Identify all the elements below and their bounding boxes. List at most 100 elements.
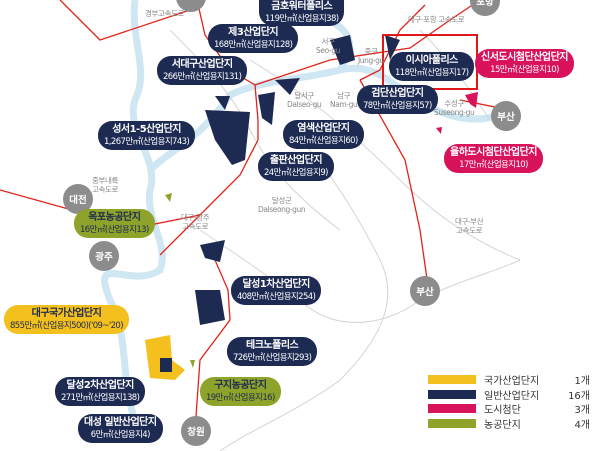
okpo-shape: [165, 193, 172, 202]
label-ko: 달성군: [271, 196, 292, 205]
complex-area: 19만㎡(산업용지16): [206, 392, 275, 403]
complex-area: 855만㎡(산업용지500)('09~'20): [10, 320, 124, 331]
complex-name: 율하도시첨단산업단지: [450, 147, 538, 158]
complex-area: 271만㎡(산업용지138): [61, 392, 140, 403]
complex-area: 84만㎡(산업용지60): [289, 135, 358, 146]
yulha-shape: [436, 127, 442, 134]
city-pohang: 포항: [470, 0, 500, 16]
complex-name: 서대구산업단지: [171, 59, 233, 70]
complex-area: 17만㎡(산업용지10): [459, 159, 528, 170]
legend-label: 일반산업단지: [484, 390, 540, 402]
label-ko: 중부내륙: [92, 176, 118, 185]
label-en: Suseong-gu: [434, 107, 475, 117]
complex-name: 구지농공단지: [214, 380, 267, 391]
complex-area: 726만㎡(산업용지293): [233, 352, 312, 363]
legend-count: 1개: [574, 376, 590, 387]
guji-shape: [190, 360, 195, 368]
complex-name: 달성1차산업단지: [242, 279, 310, 290]
label-ko: 고속도로: [92, 184, 118, 194]
city-circle: [176, 0, 206, 12]
legend-label: 농공단지: [484, 419, 521, 431]
complex-area: 78만㎡(산업용지57): [363, 100, 432, 111]
complex-name: 이시아폴리스: [405, 55, 459, 66]
complex-name: 달성2차산업단지: [66, 380, 134, 391]
complex-area: 1,267만㎡(산업용지743): [104, 136, 190, 147]
complex-area: 24만㎡(산업용지9): [264, 167, 328, 178]
complex-area: 408만㎡(산업용지254): [237, 291, 316, 302]
label-en: Dalseo-gu: [287, 99, 322, 109]
label-en: Nam-gu: [330, 99, 358, 109]
complex-name: 대구국가산업단지: [31, 308, 102, 319]
label-ko: 수성구: [444, 99, 464, 108]
label-ko: 고속도로: [456, 225, 483, 235]
complex-area: 16만㎡(산업용지13): [80, 224, 149, 235]
complex-name: 제3산업단지: [228, 27, 279, 38]
label-ko: 대구-광주: [181, 213, 210, 222]
legend-label: 국가산업단지: [484, 376, 540, 387]
complex-area: 118만㎡(산업용지17): [395, 67, 469, 78]
legend-swatch: [428, 375, 476, 384]
label-ko: 대구-부산: [455, 217, 484, 226]
city-busan: 부산: [491, 101, 521, 131]
legend-item: 국가산업단지 1개: [428, 373, 590, 387]
complex-name: 옥포농공단지: [88, 212, 141, 223]
complex-shapes: [195, 35, 400, 325]
legend-item: 농공단지 4개: [428, 417, 590, 431]
legend-swatch: [428, 418, 476, 428]
complex-name: 대성 일반산업단지: [84, 417, 157, 428]
legend-swatch: [428, 389, 476, 399]
label-en: Dalseong-gun: [258, 204, 306, 214]
map-label: 경부고속도로: [145, 9, 184, 18]
city-changwon: 창원: [181, 416, 211, 446]
complex-name: 테크노폴리스: [246, 340, 299, 351]
complex-area: 119만㎡(산업용지38): [265, 13, 339, 24]
label-ko: 중구: [364, 47, 378, 56]
legend-count: 3개: [574, 405, 590, 416]
legend-count: 4개: [574, 419, 590, 431]
complex-name: 염색산업단지: [297, 123, 350, 134]
legend-item: 일반산업단지 16개: [428, 388, 590, 402]
label-en: Seo-gu: [316, 45, 340, 55]
city-busan: 부산: [410, 276, 440, 306]
national-complex-shape: [145, 335, 185, 380]
complex-name: 성서1-5산업단지: [112, 124, 181, 135]
complex-name: 금호워터폴리스: [271, 1, 333, 12]
label-ko: 서구: [321, 37, 335, 46]
complex-name: 신서도시첨단산업단지: [481, 52, 569, 63]
dalseong2-shape: [160, 358, 172, 372]
legend-swatch: [428, 404, 476, 413]
complex-area: 6만㎡(산업용지4): [90, 429, 151, 440]
complex-area: 168만㎡(산업용지128): [214, 39, 293, 50]
legend-count: 16개: [568, 390, 590, 402]
map-label: 대구-포항 고속도로: [408, 15, 465, 24]
label-ko: 달서구: [294, 91, 314, 100]
complex-name: 출판산업단지: [269, 155, 323, 166]
label-en: Jung-gu: [358, 55, 384, 65]
sinseo-shape: [465, 92, 478, 108]
